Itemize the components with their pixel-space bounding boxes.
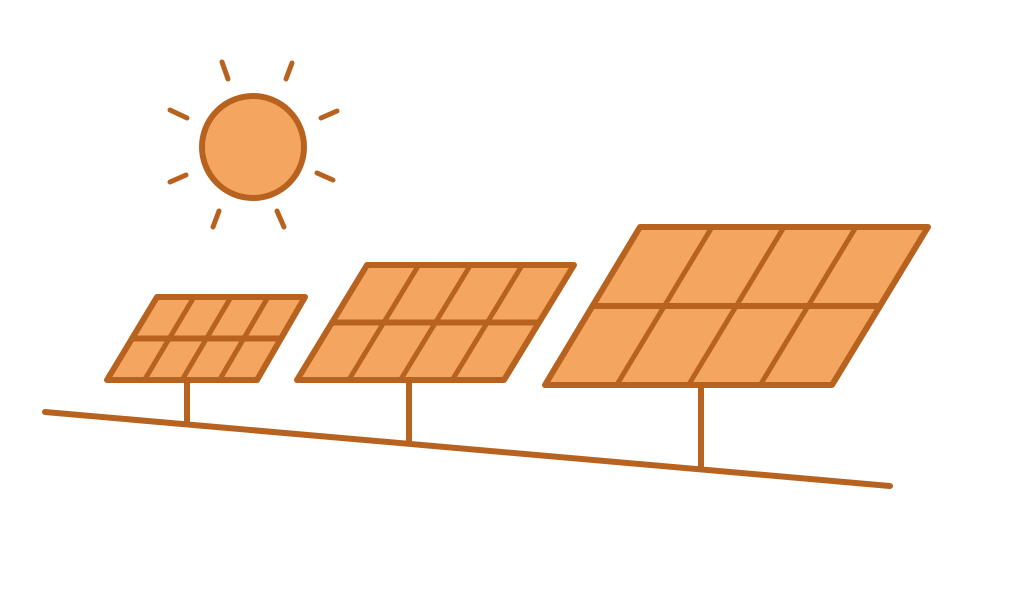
ground-line: [42, 409, 893, 489]
sun-ray: [274, 208, 287, 230]
sun-rays: [167, 59, 340, 230]
sun-ray: [167, 107, 190, 121]
sun-ray: [314, 170, 336, 183]
solar-panel-small: [104, 294, 308, 383]
panel-poles: [184, 378, 704, 470]
solar-panel-medium: [294, 262, 577, 383]
sun-ray: [167, 172, 189, 185]
sun-ray: [318, 108, 340, 121]
sun-ray: [210, 208, 222, 230]
sun-icon: [167, 59, 340, 230]
sun-ray: [219, 59, 231, 82]
solar-panel-large: [542, 224, 931, 388]
sun-ray: [283, 60, 295, 82]
sun-disc: [199, 93, 307, 201]
